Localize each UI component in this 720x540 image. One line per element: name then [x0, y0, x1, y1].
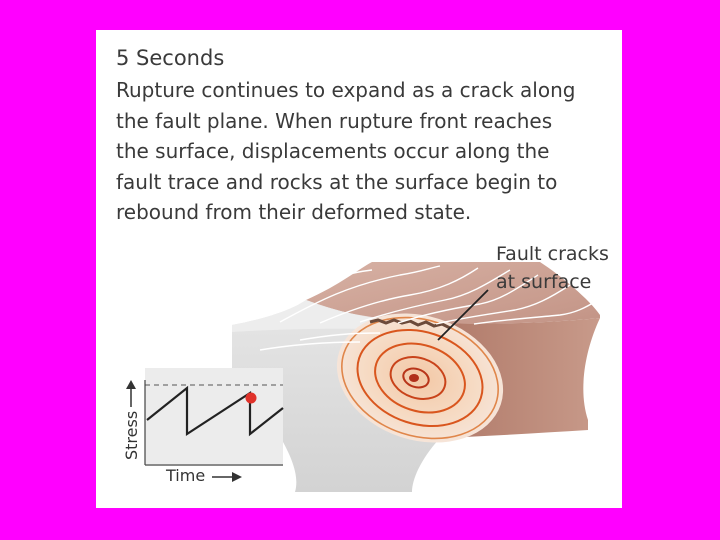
fault-cracks-callout: Fault cracks at surface — [496, 240, 609, 296]
deformation-lines — [243, 265, 599, 351]
stress-sawtooth — [146, 385, 284, 437]
x-axis-arrow-head — [232, 472, 242, 482]
diagram-heading: 5 Seconds — [116, 46, 225, 70]
rock-top-surface — [306, 262, 600, 324]
diagram-description: Rupture continues to expand as a crack a… — [116, 78, 576, 224]
fault-trace — [369, 318, 451, 330]
current-state-marker — [245, 392, 257, 404]
callout-leader — [437, 289, 489, 341]
y-axis-arrow-head — [126, 380, 136, 389]
callout-line-2: at surface — [496, 271, 592, 293]
x-axis-label: Time — [165, 466, 205, 485]
callout-line-1: Fault cracks — [496, 243, 609, 265]
y-axis-label: Stress — [122, 411, 141, 460]
rupture-contours — [336, 313, 504, 443]
stress-time-inset: Stress Time — [122, 368, 284, 485]
